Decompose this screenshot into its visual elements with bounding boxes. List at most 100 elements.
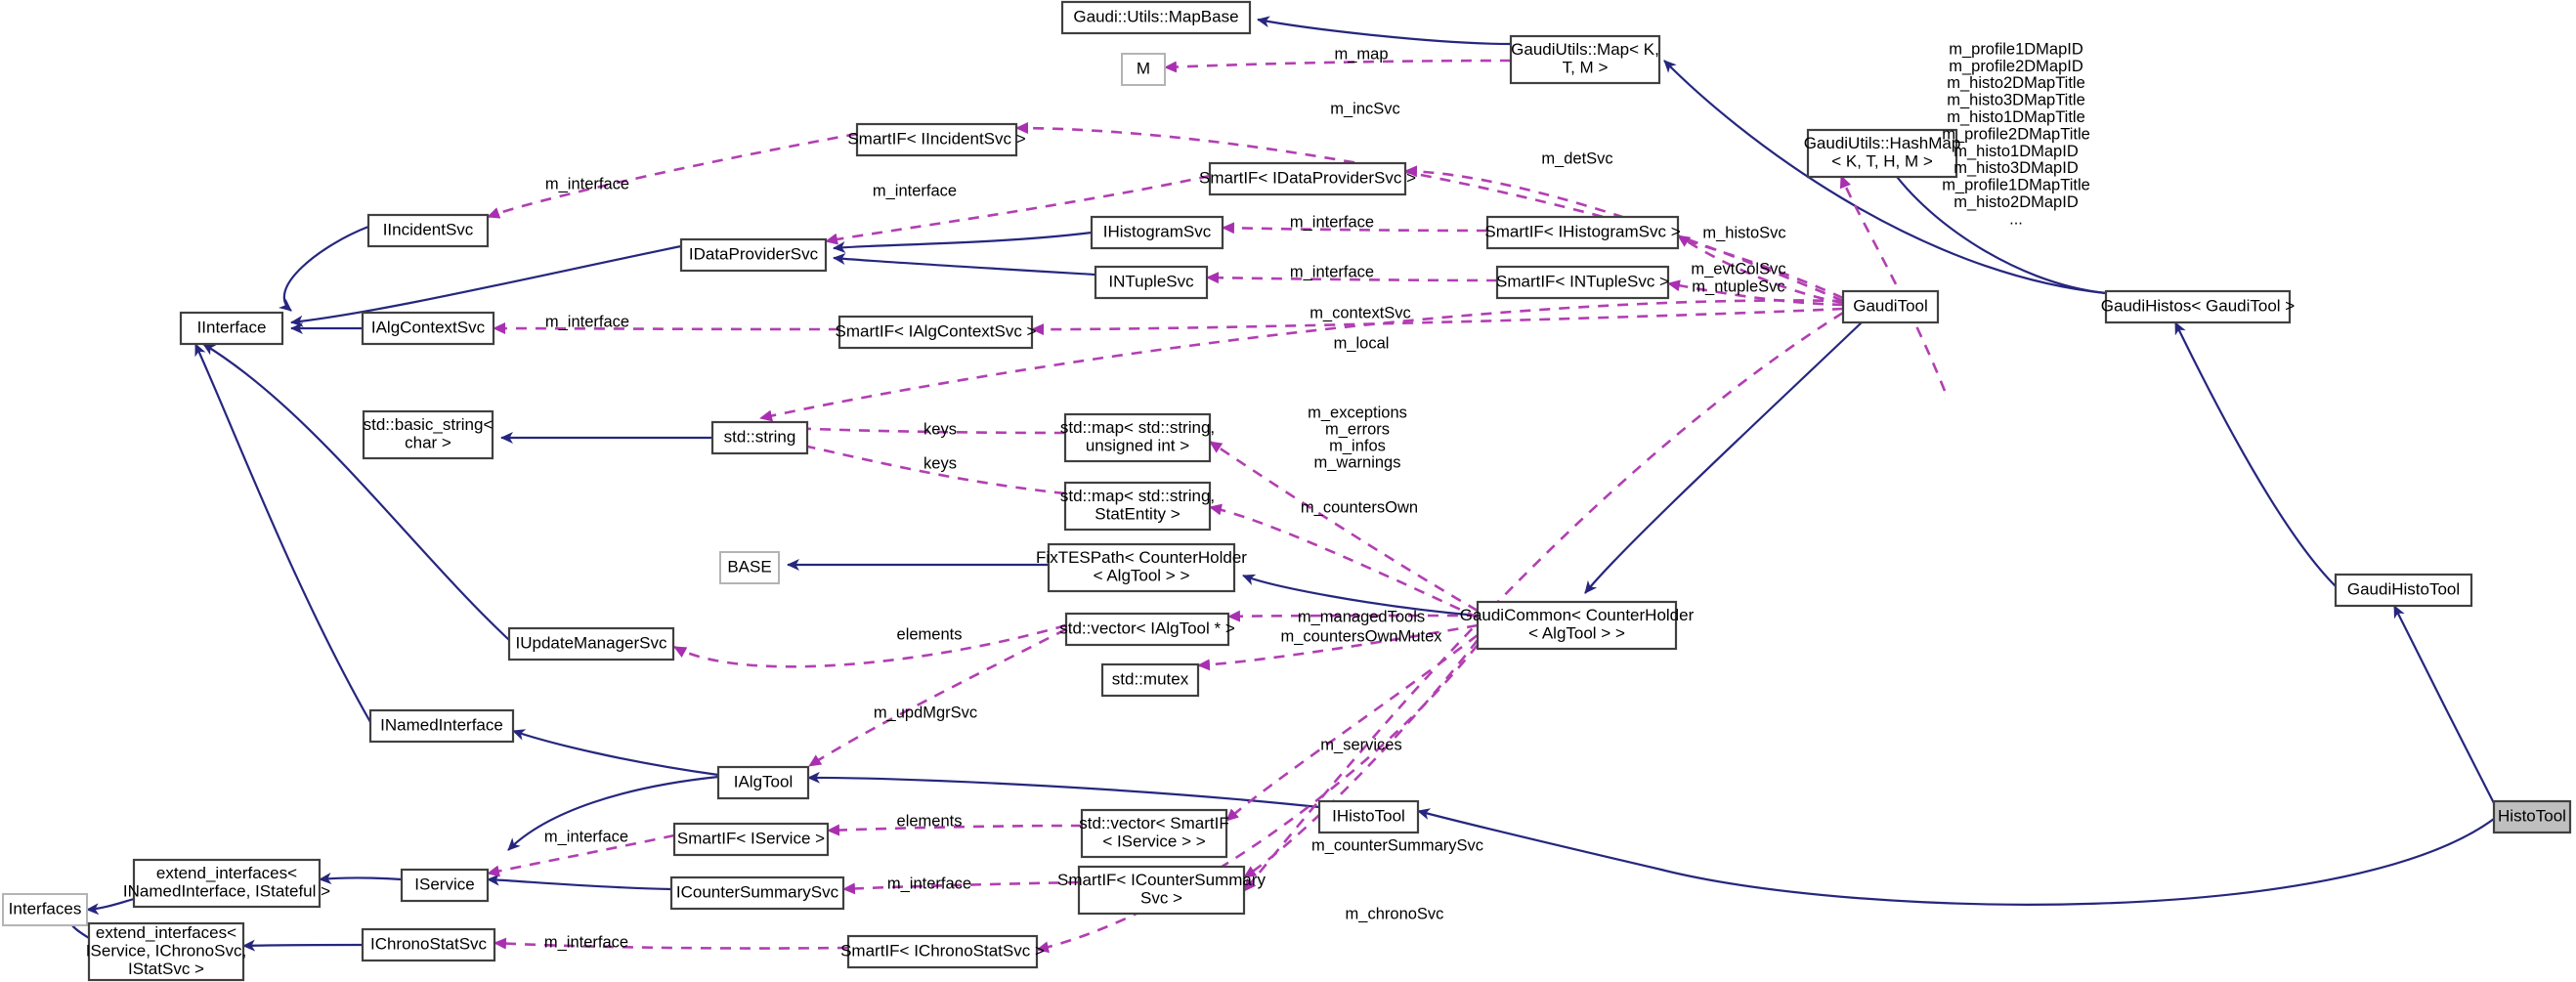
class-node-ialgcontextsvc[interactable]: IAlgContextSvc [361, 311, 495, 346]
node-label-line: SmartIF< IHistogramSvc > [1484, 222, 1680, 240]
class-node-gaudihistotool[interactable]: GaudiHistoTool [2334, 573, 2473, 608]
node-label-line: GaudiCommon< CounterHolder [1460, 606, 1695, 624]
edge-label: m_countersOwnMutex [1280, 627, 1442, 645]
node-box [362, 409, 494, 460]
edge-label: keys [923, 454, 957, 472]
node-box [1064, 612, 1230, 647]
class-node-inamediface[interactable]: INamedInterface [368, 708, 515, 744]
class-node-hashmap[interactable]: GaudiUtils::HashMap< K, T, H, M > [1804, 128, 1961, 179]
node-label-line: std::string [724, 427, 796, 446]
class-node-fixtespath[interactable]: FixTESPath< CounterHolder< AlgTool > > [1036, 542, 1247, 593]
node-label-line: IService [414, 875, 474, 893]
edge-label: m_interface [1290, 263, 1374, 280]
usage-edge [1209, 503, 1479, 619]
edge-label: elements [897, 812, 963, 830]
usage-edge [1197, 623, 1479, 671]
class-node-histotool[interactable]: HistoTool [2492, 799, 2572, 834]
usage-edge [487, 833, 675, 877]
node-label-line: SmartIF< IChronoStatSvc > [840, 941, 1045, 960]
node-label-line: IChronoStatSvc [370, 934, 488, 953]
node-box [672, 822, 830, 857]
node-box [2104, 289, 2292, 324]
class-node-stdstring[interactable]: std::string [710, 420, 809, 455]
class-node-smartif_intup[interactable]: SmartIF< INTupleSvc > [1495, 265, 1670, 300]
class-node-mapbase[interactable]: Gaudi::Utils::MapBase [1060, 0, 1252, 35]
usage-edge [1164, 59, 1512, 73]
class-node-gauditool[interactable]: GaudiTool [1841, 289, 1940, 324]
class-node-ialgtool[interactable]: IAlgTool [716, 765, 810, 800]
inheritance-edge [512, 729, 719, 777]
class-node-intuplesvc[interactable]: INTupleSvc [1094, 265, 1209, 300]
class-node-iinterface[interactable]: IInterface [179, 311, 284, 346]
class-node-ext_svc[interactable]: extend_interfaces<IService, IChronoSvc,I… [86, 921, 246, 982]
class-node-iservice[interactable]: IService [400, 868, 490, 903]
node-label-line: IAlgContextSvc [371, 318, 486, 336]
class-node-interfaces[interactable]: Interfaces [2, 893, 88, 926]
inheritance-edge [242, 939, 364, 952]
inheritance-edge [278, 225, 369, 312]
class-node-iupdatemgr[interactable]: IUpdateManagerSvc [507, 626, 675, 662]
class-node-smartif_ihisto[interactable]: SmartIF< IHistogramSvc > [1484, 215, 1681, 250]
class-node-smartif_iinc[interactable]: SmartIF< IIncidentSvc > [847, 122, 1026, 157]
usage-edge [1677, 234, 1844, 305]
node-label-line: GaudiUtils::HashMap [1804, 134, 1961, 152]
node-label-line: GaudiHistos< GaudiTool > [2101, 296, 2296, 315]
node-box [1841, 289, 1940, 324]
class-node-idataprovider[interactable]: IDataProviderSvc [679, 237, 828, 273]
class-node-map_stat[interactable]: std::map< std::string,StatEntity > [1060, 481, 1215, 532]
node-label-line: INamedInterface [380, 715, 503, 734]
node-label-line: extend_interfaces< [156, 864, 297, 882]
class-node-gaudimap[interactable]: GaudiUtils::Map< K,T, M > [1509, 34, 1661, 85]
class-node-smartif_idps[interactable]: SmartIF< IDataProviderSvc > [1199, 161, 1416, 196]
node-box [1806, 128, 1958, 179]
usage-edge [825, 174, 1211, 245]
edge-label: m_histoSvc [1702, 224, 1785, 241]
edge-label: m_updMgrSvc [874, 704, 977, 721]
class-node-smartif_ichrono[interactable]: SmartIF< IChronoStatSvc > [840, 934, 1045, 969]
usage-edge [493, 322, 840, 335]
class-node-ext_named[interactable]: extend_interfaces<INamedInterface, IStat… [123, 858, 330, 909]
node-box [507, 626, 675, 662]
class-node-map_uint[interactable]: std::map< std::string,unsigned int > [1060, 412, 1215, 463]
edge-label: m_interface [545, 313, 629, 330]
class-node-icountersumsvc[interactable]: ICounterSummarySvc [669, 875, 845, 911]
inheritance-edge [1584, 321, 1863, 594]
node-box [669, 875, 845, 911]
edge-label: m_local [1334, 334, 1390, 352]
node-box [179, 311, 284, 346]
inheritance-edge [202, 343, 510, 641]
class-node-gaudihistos[interactable]: GaudiHistos< GaudiTool > [2101, 289, 2296, 324]
class-node-basenode[interactable]: BASE [719, 551, 780, 584]
class-node-ichronostatsvc[interactable]: IChronoStatSvc [361, 927, 496, 962]
class-node-gaudicommon[interactable]: GaudiCommon< CounterHolder< AlgTool > > [1460, 600, 1695, 651]
class-node-ihistotool[interactable]: IHistoTool [1317, 799, 1420, 834]
edge-label: m_interface [887, 875, 971, 892]
class-node-basicstring[interactable]: std::basic_string<char > [362, 409, 494, 460]
edge-label: m_infos [1329, 437, 1386, 454]
class-node-vec_ialgtool[interactable]: std::vector< IAlgTool * > [1059, 612, 1235, 647]
class-node-smartif_isvc[interactable]: SmartIF< IService > [672, 822, 830, 857]
class-node-smartif_ictx[interactable]: SmartIF< IAlgContextSvc > [836, 315, 1037, 350]
class-node-ihistogramsvc[interactable]: IHistogramSvc [1090, 215, 1224, 250]
usage-edge [1222, 222, 1488, 235]
class-node-M[interactable]: M [1121, 53, 1166, 86]
inheritance-edge [319, 872, 403, 884]
edge-label: elements [897, 625, 963, 643]
node-label-line: HistoTool [2498, 806, 2566, 825]
class-node-vec_smartif_isvc[interactable]: std::vector< SmartIF< IService > > [1079, 808, 1229, 859]
node-label-line: IHistoTool [1332, 806, 1405, 825]
node-label-line: IIncidentSvc [383, 220, 474, 238]
class-node-iincidentsvc[interactable]: IIncidentSvc [366, 213, 490, 248]
node-box [2492, 799, 2572, 834]
node-label-line: GaudiHistoTool [2347, 579, 2460, 598]
node-label-line: StatEntity > [1095, 505, 1180, 524]
node-label-line: GaudiUtils::Map< K, [1511, 40, 1659, 59]
usage-edge [1031, 307, 1844, 336]
field-list-line: m_histo2DMapID [1953, 193, 2079, 211]
field-list-line: m_histo1DMapID [1953, 143, 2079, 160]
class-node-smartif_icss[interactable]: SmartIF< ICounterSummarySvc > [1057, 865, 1267, 916]
inheritance-edge [1242, 574, 1479, 618]
class-node-stdmutex[interactable]: std::mutex [1100, 662, 1200, 698]
usage-edge [808, 627, 1067, 768]
